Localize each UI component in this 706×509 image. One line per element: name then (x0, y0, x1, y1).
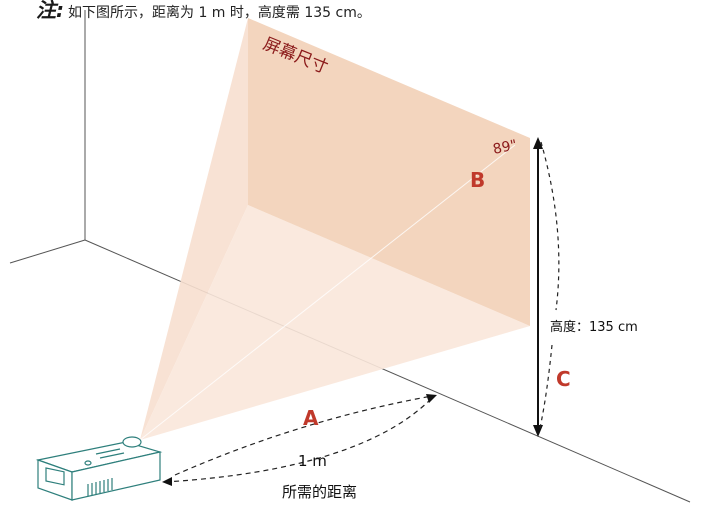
screen-rectangle (248, 18, 530, 326)
projector-icon (35, 436, 163, 501)
note-mark: 注: (36, 0, 64, 22)
letter-c-label: C (556, 367, 571, 391)
distance-caption: 所需的距离 (282, 483, 357, 501)
wall-floor-left-line (9, 239, 86, 264)
projection-beam-bottom (140, 205, 530, 440)
note-text: 如下图所示，距离为 1 m 时，高度需 135 cm。 (68, 5, 371, 21)
diagonal-line (139, 144, 516, 441)
header-note: 注:如下图所示，距离为 1 m 时，高度需 135 cm。 (36, 0, 371, 23)
distance-arc-lower (164, 397, 433, 483)
distance-arc-upper (174, 395, 433, 476)
height-arc-lower (539, 344, 553, 429)
distance-value: 1 m (298, 452, 327, 470)
projection-beam-left (140, 18, 248, 440)
distance-arrow-right (426, 394, 437, 403)
diagonal-size-label: 89" (492, 137, 519, 158)
height-label: 高度：135 cm (550, 319, 638, 335)
letter-a-label: A (303, 406, 319, 430)
distance-arrow-left (162, 477, 172, 486)
height-arc-upper (540, 141, 560, 311)
height-arrow-top (533, 137, 543, 149)
letter-b-label: B (470, 168, 485, 192)
